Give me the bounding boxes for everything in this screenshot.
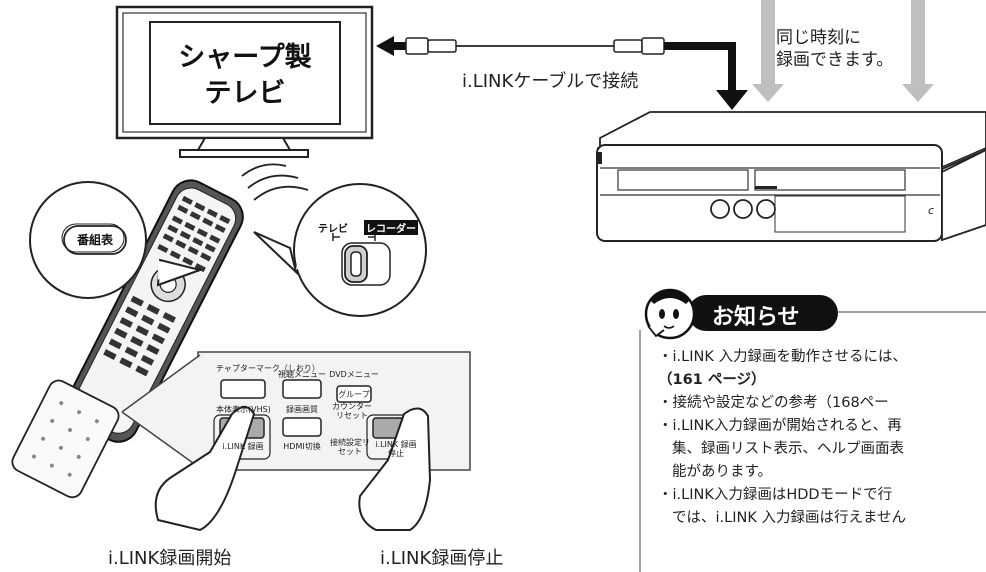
hdmi-switch-label: HDMI切換 — [283, 442, 321, 451]
conn-reset-label: 接続設定リセット — [330, 438, 370, 456]
signal-waves — [241, 163, 309, 201]
notice-line: （161 ページ） — [658, 372, 766, 388]
callout-bubble-left — [29, 181, 204, 299]
cable-label: i.LINKケーブルで接続 — [462, 71, 639, 92]
notice-line: では、i.LINK 入力録画は行えません — [672, 510, 907, 526]
ilink-stop-button-label: i.LINK 録画停止 — [375, 440, 417, 458]
simultaneous-recording-note: 同じ時刻に 録画できます。 — [776, 27, 893, 71]
dvd-menu-label: DVDメニュー — [329, 370, 379, 379]
notice-line: 集、録画リスト表示、ヘルプ画面表 — [672, 441, 904, 457]
chapter-mark-label: チャプターマーク（しおり） — [216, 364, 320, 373]
rec-quality-label: 録画画質 — [286, 405, 318, 414]
tv-label-line1: シャープ製 — [178, 42, 312, 73]
simultaneous-line2: 録画できます。 — [776, 50, 894, 70]
pressing-fingers — [154, 406, 432, 532]
notice-line: 能があります。 — [672, 464, 773, 480]
notice-box — [639, 288, 986, 572]
switch-tv-label: テレビ — [318, 224, 348, 235]
ilink-rec-start-label: i.LINK録画開始 — [108, 548, 232, 569]
switch-recorder-label: レコーダー — [364, 220, 418, 235]
recorder-illustration: c — [596, 111, 986, 242]
simultaneous-arrows — [752, 0, 934, 102]
ilink-rec-button-label: i.LINK 録画 — [222, 442, 264, 451]
notice-title: お知らせ — [712, 305, 800, 330]
simultaneous-line1: 同じ時刻に — [776, 28, 861, 48]
tv-label-line2: テレビ — [204, 78, 286, 109]
notice-body: ・i.LINK 入力録画を動作させるには、 （161 ページ） ・接続や設定など… — [658, 346, 986, 530]
tv-label: シャープ製 テレビ — [150, 40, 340, 112]
group-button-label: グループ — [338, 390, 370, 399]
remote-control — [11, 179, 244, 499]
ilink-rec-stop-label: i.LINK録画停止 — [380, 548, 504, 569]
notice-line: ・i.LINK入力録画はHDDモードで行 — [658, 487, 893, 503]
notice-line: ・i.LINK 入力録画を動作させるには、 — [658, 349, 907, 365]
callout-bubble-switch — [253, 183, 427, 317]
ilink-cable — [376, 36, 748, 110]
tv-illustration — [115, 5, 374, 158]
viewing-menu-label: 視聴メニュー — [278, 370, 326, 379]
svg-text:c: c — [928, 204, 934, 217]
notice-line: ・i.LINK入力録画が開始されると、再 — [658, 418, 902, 434]
notice-line: ・接続や設定などの参考（168ペー — [658, 395, 889, 411]
counter-reset-label: カウンターリセット — [332, 402, 372, 420]
guide-button-label: 番組表 — [76, 233, 113, 247]
body-display-label: 本体表示(VHS) — [216, 405, 271, 414]
